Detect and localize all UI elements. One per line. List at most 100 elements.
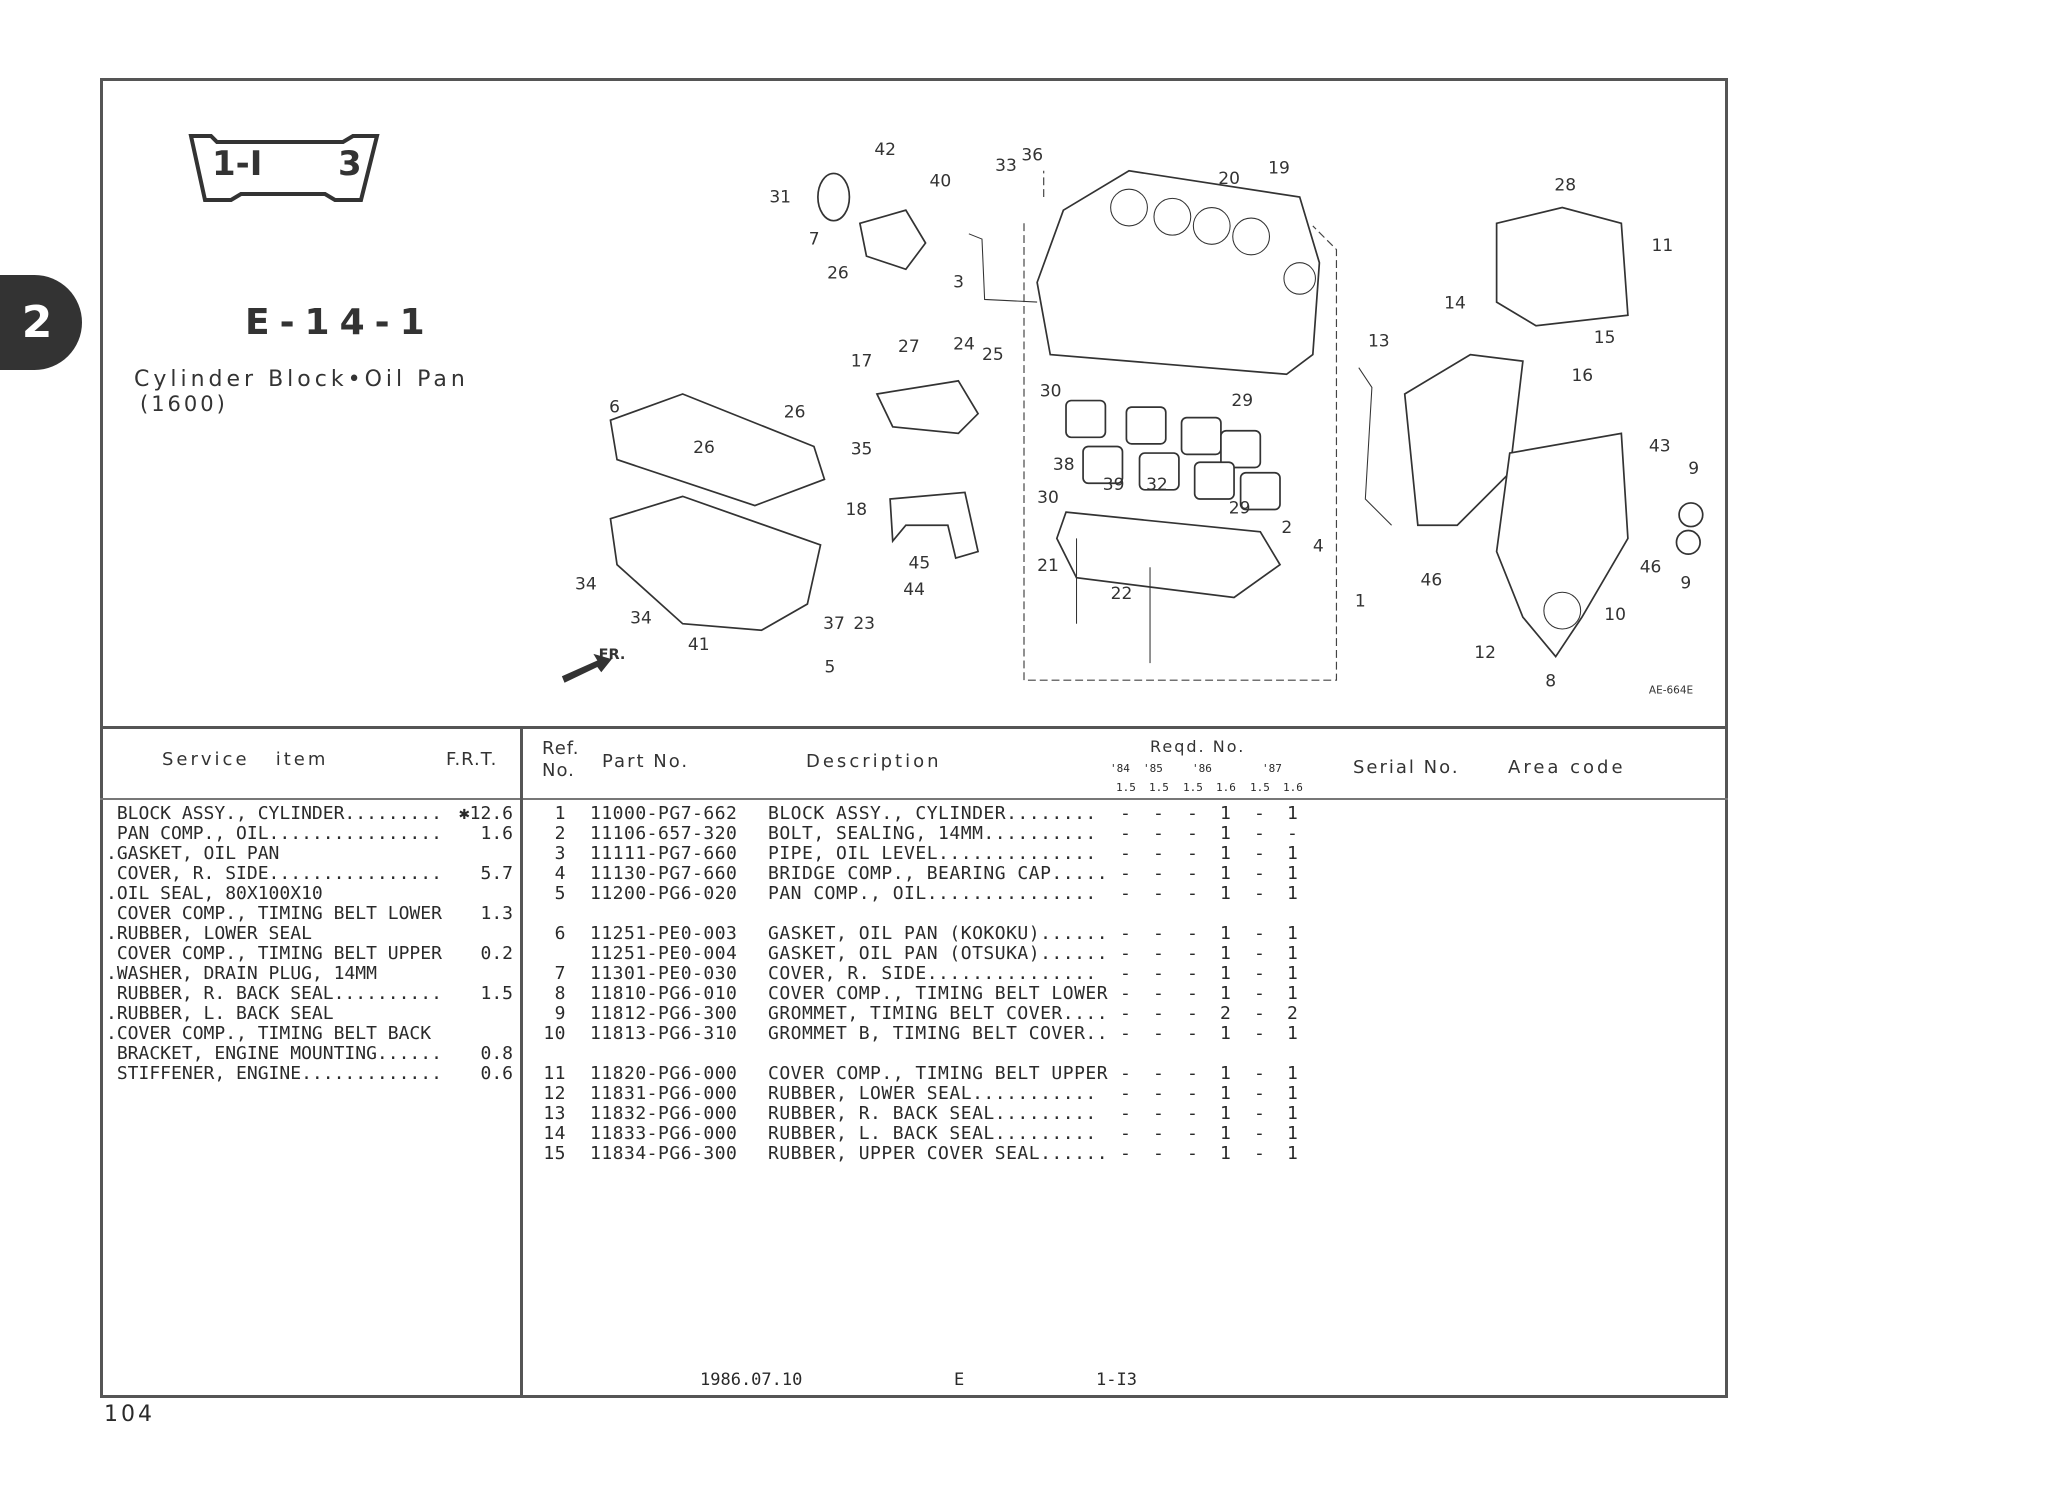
group-code-left: 1-I xyxy=(212,144,263,184)
service-item-name: .WASHER, DRAIN PLUG, 14MM xyxy=(106,963,377,984)
block-group-outline xyxy=(1023,170,1338,681)
required-qty: - xyxy=(1153,803,1165,824)
service-item-name: PAN COMP., OIL................ xyxy=(106,823,442,844)
required-qty: 1 xyxy=(1220,823,1232,844)
required-qty: - xyxy=(1153,1143,1165,1164)
required-qty: - xyxy=(1120,983,1132,1004)
callout: 19 xyxy=(1268,158,1290,178)
required-qty: - xyxy=(1187,1123,1199,1144)
year-86: '86 xyxy=(1192,762,1212,775)
part-description: GASKET, OIL PAN (KOKOKU)...... xyxy=(768,923,1109,944)
callout: 26 xyxy=(693,438,715,458)
figure-subtitle: (1600) xyxy=(140,392,228,416)
part-description: GROMMET B, TIMING BELT COVER.. xyxy=(768,1023,1109,1044)
required-qty: 1 xyxy=(1220,863,1232,884)
callout: 15 xyxy=(1594,328,1616,348)
required-qty: 1 xyxy=(1220,843,1232,864)
bearing-cap-bridge xyxy=(1055,511,1282,599)
required-qty: - xyxy=(1187,923,1199,944)
required-qty: 1 xyxy=(1287,843,1299,864)
required-qty: - xyxy=(1187,1003,1199,1024)
required-qty: - xyxy=(1120,1003,1132,1024)
section-tab-number: 2 xyxy=(21,297,53,348)
part-number: 11820-PG6-000 xyxy=(590,1063,738,1084)
callout: 34 xyxy=(575,575,597,595)
required-qty: - xyxy=(1254,1023,1266,1044)
service-item-frt: 1.3 xyxy=(480,903,513,924)
required-qty: 1 xyxy=(1287,943,1299,964)
callout: 33 xyxy=(995,156,1017,176)
required-qty: - xyxy=(1254,943,1266,964)
column-divider xyxy=(520,726,523,1398)
part-no-header: Part No. xyxy=(602,751,690,772)
required-qty: - xyxy=(1254,823,1266,844)
required-qty: - xyxy=(1153,883,1165,904)
part-description: GROMMET, TIMING BELT COVER.... xyxy=(768,1003,1109,1024)
ref-number: 9 xyxy=(554,1003,566,1024)
year-84: '84 xyxy=(1110,762,1130,775)
part-number: 11301-PE0-030 xyxy=(590,963,738,984)
required-qty: - xyxy=(1120,943,1132,964)
service-item-frt: 1.6 xyxy=(480,823,513,844)
part-description: GASKET, OIL PAN (OTSUKA)...... xyxy=(768,943,1109,964)
callout: 1 xyxy=(1355,592,1366,612)
ref-number: 5 xyxy=(554,883,566,904)
required-qty: - xyxy=(1254,843,1266,864)
description-header: Description xyxy=(806,751,942,772)
diagram-shapes xyxy=(561,169,1704,683)
required-qty: - xyxy=(1120,1123,1132,1144)
required-qty: - xyxy=(1187,843,1199,864)
required-qty: - xyxy=(1120,1023,1132,1044)
area-code-header: Area code xyxy=(1508,757,1626,778)
required-qty: - xyxy=(1254,1063,1266,1084)
ref-number: 8 xyxy=(554,983,566,1004)
footer-date: 1986.07.10 xyxy=(700,1370,803,1390)
ref-number: 3 xyxy=(554,843,566,864)
required-qty: - xyxy=(1254,983,1266,1004)
stiffener xyxy=(889,491,980,560)
required-qty: 1 xyxy=(1287,883,1299,904)
required-qty: - xyxy=(1153,1063,1165,1084)
ref-number: 6 xyxy=(554,923,566,944)
required-qty: 2 xyxy=(1287,1003,1299,1024)
part-number: 11831-PG6-000 xyxy=(590,1083,738,1104)
service-item-name: .GASKET, OIL PAN xyxy=(106,843,280,864)
required-qty: 1 xyxy=(1287,963,1299,984)
callout: 43 xyxy=(1649,437,1671,457)
required-qty: 1 xyxy=(1220,963,1232,984)
required-qty: 1 xyxy=(1287,923,1299,944)
callout: 46 xyxy=(1640,558,1662,578)
ref-number: 15 xyxy=(543,1143,566,1164)
required-qty: - xyxy=(1254,803,1266,824)
required-qty: - xyxy=(1254,1143,1266,1164)
callout: 12 xyxy=(1474,643,1496,663)
callout: 9 xyxy=(1680,573,1691,593)
required-qty: 1 xyxy=(1220,923,1232,944)
service-item-frt: 5.7 xyxy=(480,863,513,884)
engine-size-label: 1.6 xyxy=(1283,781,1303,794)
engine-size-label: 1.5 xyxy=(1116,781,1136,794)
ref-no-header-line1: Ref. xyxy=(542,738,580,759)
service-item-frt: ✱12.6 xyxy=(458,803,513,824)
callout: 3 xyxy=(953,273,964,293)
service-item-name: .OIL SEAL, 80X100X10 xyxy=(106,883,323,904)
part-number: 11130-PG7-660 xyxy=(590,863,738,884)
required-qty: 1 xyxy=(1220,1023,1232,1044)
callout: 23 xyxy=(853,614,875,634)
callout: 11 xyxy=(1652,236,1674,256)
required-qty: - xyxy=(1254,963,1266,984)
callout: 18 xyxy=(845,500,867,520)
part-number: 11813-PG6-310 xyxy=(590,1023,738,1044)
required-qty: - xyxy=(1153,863,1165,884)
required-qty: 1 xyxy=(1287,1103,1299,1124)
engine-size-label: 1.6 xyxy=(1216,781,1236,794)
engine-size-label: 1.5 xyxy=(1149,781,1169,794)
timing-belt-upper-cover xyxy=(1495,206,1629,327)
part-description: RUBBER, LOWER SEAL........... xyxy=(768,1083,1097,1104)
callout: 21 xyxy=(1037,556,1059,576)
